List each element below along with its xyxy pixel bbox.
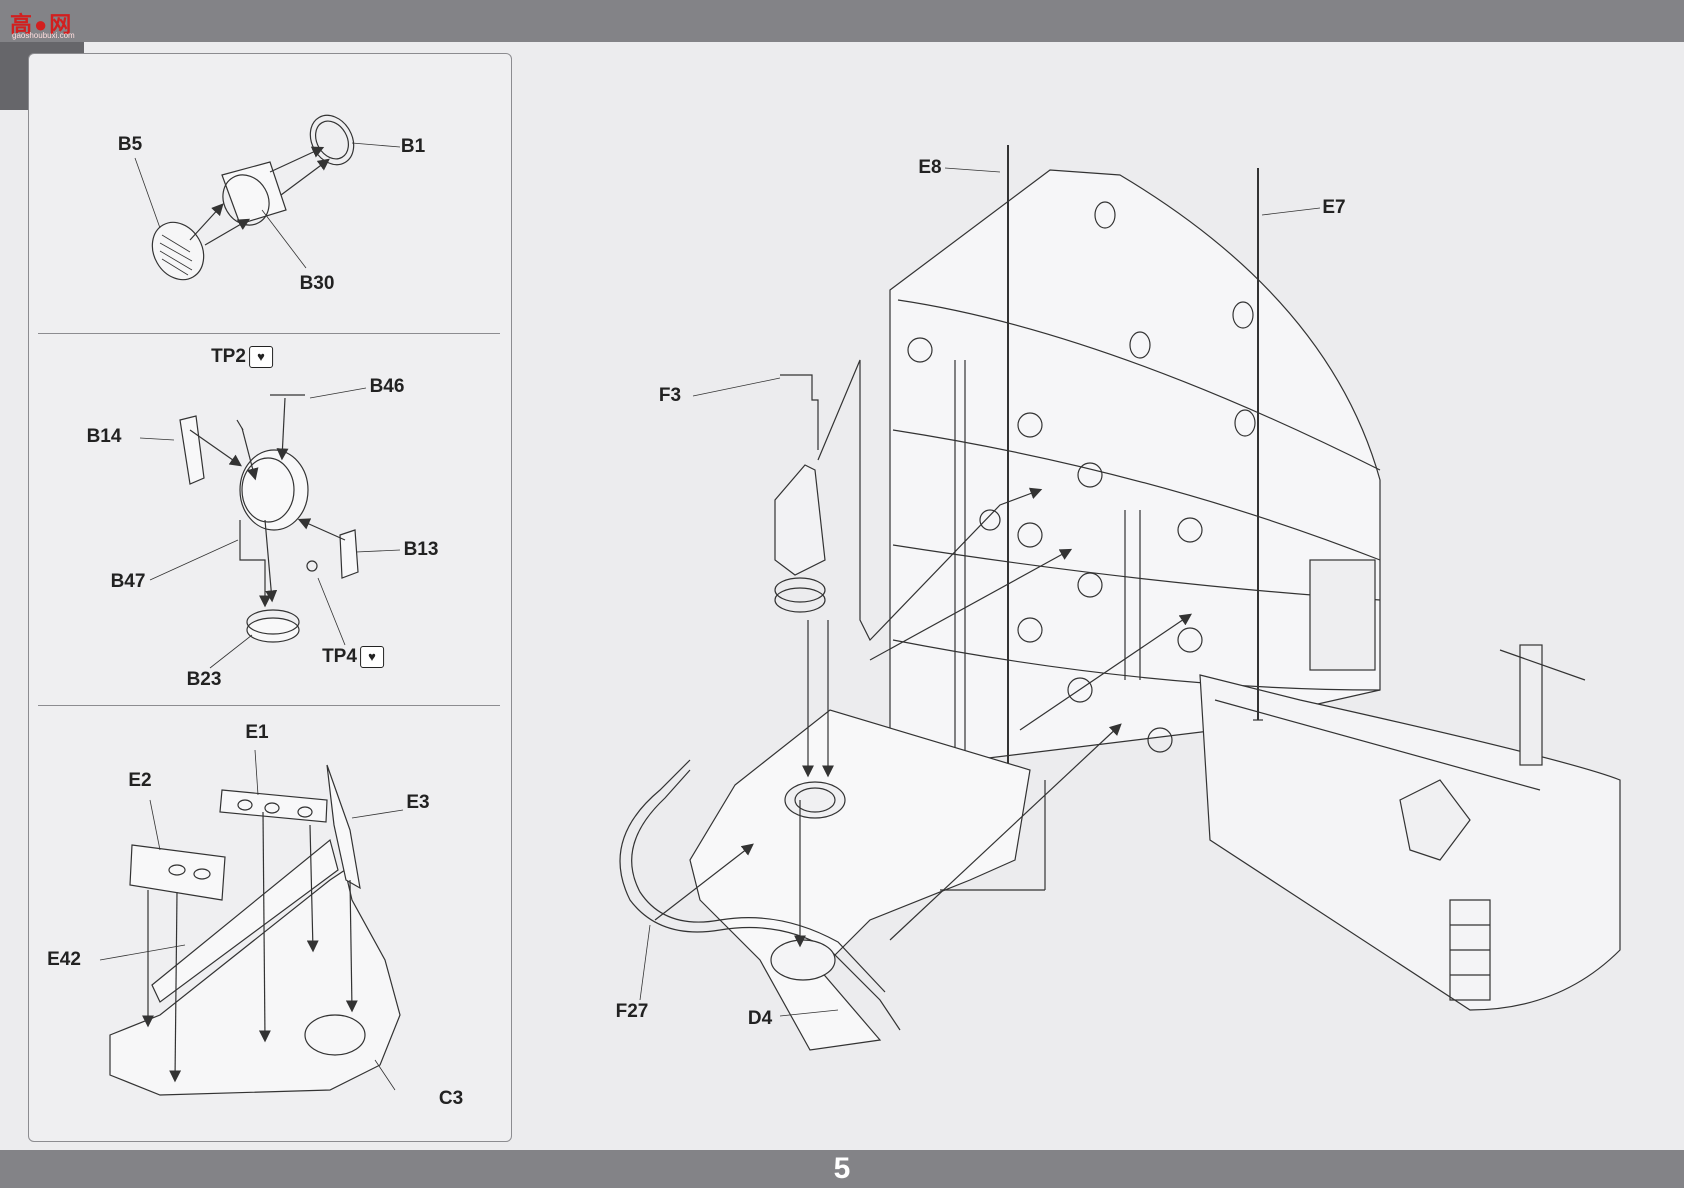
label-b5: B5: [117, 134, 143, 155]
lower-deck-platform: [619, 167, 1321, 1051]
conning-tower-main: [889, 145, 1621, 1011]
photo-etch-glue-icon: ♥: [248, 345, 273, 368]
label-tp2-text: TP2: [211, 346, 246, 368]
label-e8: E8: [918, 157, 942, 178]
photo-etch-glue-icon: ♥: [359, 645, 384, 668]
logo-url: gaoshoubuxi.com: [12, 31, 75, 40]
label-f27: F27: [615, 1001, 649, 1022]
panel-divider-1: [38, 333, 500, 334]
label-c3: C3: [438, 1088, 464, 1109]
logo-text: 高●网: [10, 12, 74, 37]
panel-divider-2: [38, 705, 500, 706]
label-b14: B14: [86, 426, 122, 447]
top-band: [0, 0, 1684, 42]
label-e1: E1: [245, 722, 269, 743]
label-tp4-text: TP4: [322, 646, 357, 668]
label-e2: E2: [128, 770, 152, 791]
label-d4: D4: [747, 1008, 773, 1029]
deck-plate-assembly: [99, 749, 404, 1096]
label-f3: F3: [658, 385, 682, 406]
label-b30: B30: [299, 273, 335, 294]
label-b47: B47: [110, 571, 146, 592]
label-b23: B23: [186, 669, 222, 690]
label-b46: B46: [369, 376, 405, 397]
page-number: 5: [833, 1152, 851, 1185]
label-b13: B13: [403, 539, 439, 560]
searchlight-assembly: [134, 114, 401, 281]
label-tp4: TP4♥: [322, 645, 384, 668]
label-e7: E7: [1322, 197, 1346, 218]
watermark-logo: 高●网 gaoshoubuxi.com: [6, 5, 76, 40]
bottom-band: [0, 1150, 1684, 1188]
label-e42: E42: [47, 949, 81, 970]
label-b1: B1: [400, 136, 426, 157]
label-e3: E3: [406, 792, 430, 813]
label-tp2: TP2♥: [211, 345, 273, 368]
lamp-bracket-assembly: [139, 387, 401, 669]
